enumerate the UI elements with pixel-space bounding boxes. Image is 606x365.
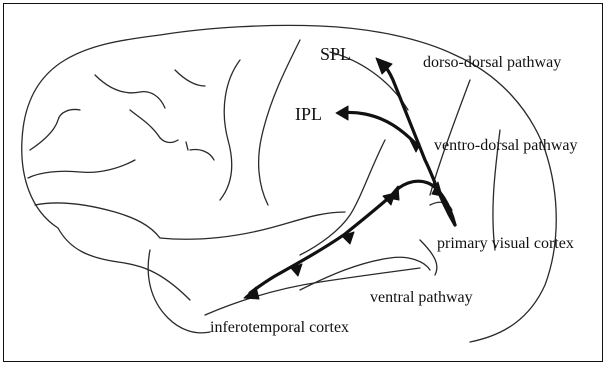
occipital-line <box>492 129 501 251</box>
v1-loop-arrow <box>390 179 457 227</box>
v1-up-arrowhead <box>431 181 443 197</box>
inferotemporal-arrowhead <box>243 286 260 300</box>
frontal-sulcus-a <box>94 74 166 109</box>
ventro-dorsal-arrow <box>338 110 417 145</box>
arcuate-sulcus <box>219 59 241 201</box>
sylvian-fissure <box>159 211 346 240</box>
ventral-marker-1 <box>382 192 396 206</box>
arcuate-spur <box>189 148 215 161</box>
superior-temporal-sulcus <box>299 139 386 256</box>
label-primary-visual-cortex: primary visual cortex <box>437 235 574 252</box>
label-ventral-pathway: ventral pathway <box>370 289 473 306</box>
brain-contour <box>21 24 557 343</box>
label-inferotemporal-cortex: inferotemporal cortex <box>210 319 349 336</box>
frontal-sulcus-b <box>129 109 179 144</box>
frontal-sulcus-c <box>174 69 206 87</box>
occipitotemporal <box>419 239 438 276</box>
ventral-marker-2 <box>341 231 355 245</box>
central-sulcus <box>258 39 301 206</box>
label-ipl: IPL <box>295 104 322 124</box>
brain-outline <box>21 24 557 343</box>
label-spl: SPL <box>320 44 351 64</box>
ventral-arrow <box>248 193 394 295</box>
small-mark <box>185 141 189 151</box>
label-ventro-dorsal-pathway: ventro-dorsal pathway <box>434 137 578 154</box>
pathway-arrows <box>243 57 457 300</box>
frontal-fold <box>29 108 81 151</box>
temporal-lobe <box>147 249 211 334</box>
spl-arrowhead <box>375 57 393 75</box>
inferior-temporal <box>299 256 431 291</box>
orbital-curve <box>34 202 161 239</box>
ventral-marker-3 <box>290 263 303 277</box>
figure-frame <box>3 3 603 362</box>
label-dorso-dorsal-pathway: dorso-dorsal pathway <box>423 54 561 71</box>
ipl-arrowhead <box>335 105 349 121</box>
temporal-lower <box>204 267 421 316</box>
labels: SPL IPL dorso-dorsal pathway ventro-dors… <box>210 44 578 336</box>
ventro-dorsal-marker <box>409 139 421 153</box>
frontal-fold-2 <box>27 159 136 179</box>
